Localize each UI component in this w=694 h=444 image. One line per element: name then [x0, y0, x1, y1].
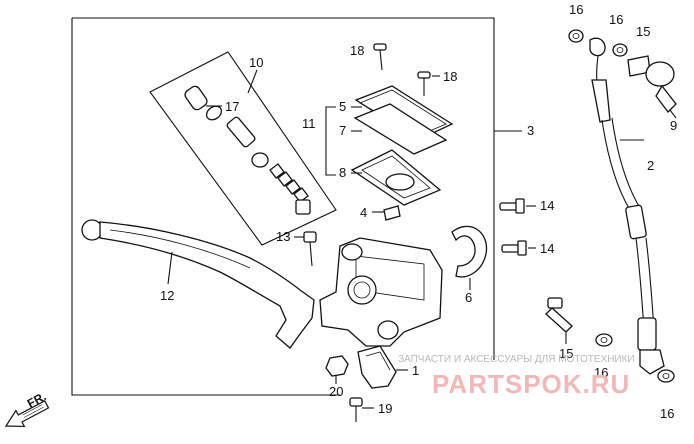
washer-16b — [612, 43, 628, 57]
callout-16a: 16 — [569, 2, 583, 17]
callout-1: 1 — [412, 363, 419, 378]
bolt-15-lower — [545, 297, 573, 333]
callout-16c: 16 — [594, 365, 608, 380]
callout-3: 3 — [527, 123, 534, 138]
callout-5: 5 — [339, 99, 346, 114]
bracket-11 — [325, 106, 336, 176]
callout-2: 2 — [647, 158, 654, 173]
brake-hose — [589, 37, 665, 375]
callout-15b: 15 — [559, 346, 573, 361]
callout-13: 13 — [276, 229, 290, 244]
piston-kit — [184, 85, 311, 215]
washer-16a — [568, 29, 584, 43]
screw-18-top — [373, 43, 387, 71]
screw-13 — [303, 231, 317, 267]
brake-switch — [357, 345, 397, 389]
watermark-caption: ЗАПЧАСТИ И АКСЕССУАРЫ ДЛЯ МОТОТЕХНИКИ — [398, 354, 635, 365]
reservoir-cap-set — [350, 85, 454, 206]
master-cylinder-body — [319, 237, 443, 347]
callout-19: 19 — [378, 401, 392, 416]
front-direction-arrow — [4, 400, 50, 428]
leader-9 — [669, 109, 677, 119]
callout-12: 12 — [160, 288, 174, 303]
screw-4 — [383, 205, 401, 221]
callout-19-top: 18 — [350, 43, 364, 58]
banjo-bolt-15 — [627, 55, 677, 113]
callout-20: 20 — [329, 384, 343, 399]
callout-17: 17 — [225, 99, 239, 114]
washer-16d — [657, 369, 675, 383]
clamp-6 — [451, 225, 488, 278]
leader-10 — [247, 69, 258, 94]
callout-14a: 14 — [540, 198, 554, 213]
callout-7: 7 — [339, 123, 346, 138]
bolt-14-upper — [499, 198, 525, 214]
brake-lever — [81, 219, 315, 349]
callout-18b: 18 — [443, 69, 457, 84]
assembly-frame — [71, 17, 495, 396]
callout-6: 6 — [465, 290, 472, 305]
callout-9: 9 — [670, 118, 677, 133]
screw-18-right — [417, 71, 431, 96]
callout-10: 10 — [249, 55, 263, 70]
callout-8: 8 — [339, 165, 346, 180]
callout-16b: 16 — [609, 12, 623, 27]
washer-16c — [595, 333, 613, 347]
callout-4: 4 — [360, 205, 367, 220]
callout-16d: 16 — [660, 406, 674, 421]
nut-20 — [325, 355, 349, 377]
watermark-brand: PARTSPOK.RU — [432, 369, 630, 399]
callout-15a: 15 — [636, 24, 650, 39]
kit-box — [149, 51, 337, 246]
leader-12 — [167, 251, 173, 285]
bolt-14-lower — [501, 240, 527, 256]
screw-19 — [349, 397, 363, 422]
callout-14b: 14 — [540, 241, 554, 256]
callout-11: 11 — [302, 116, 316, 131]
